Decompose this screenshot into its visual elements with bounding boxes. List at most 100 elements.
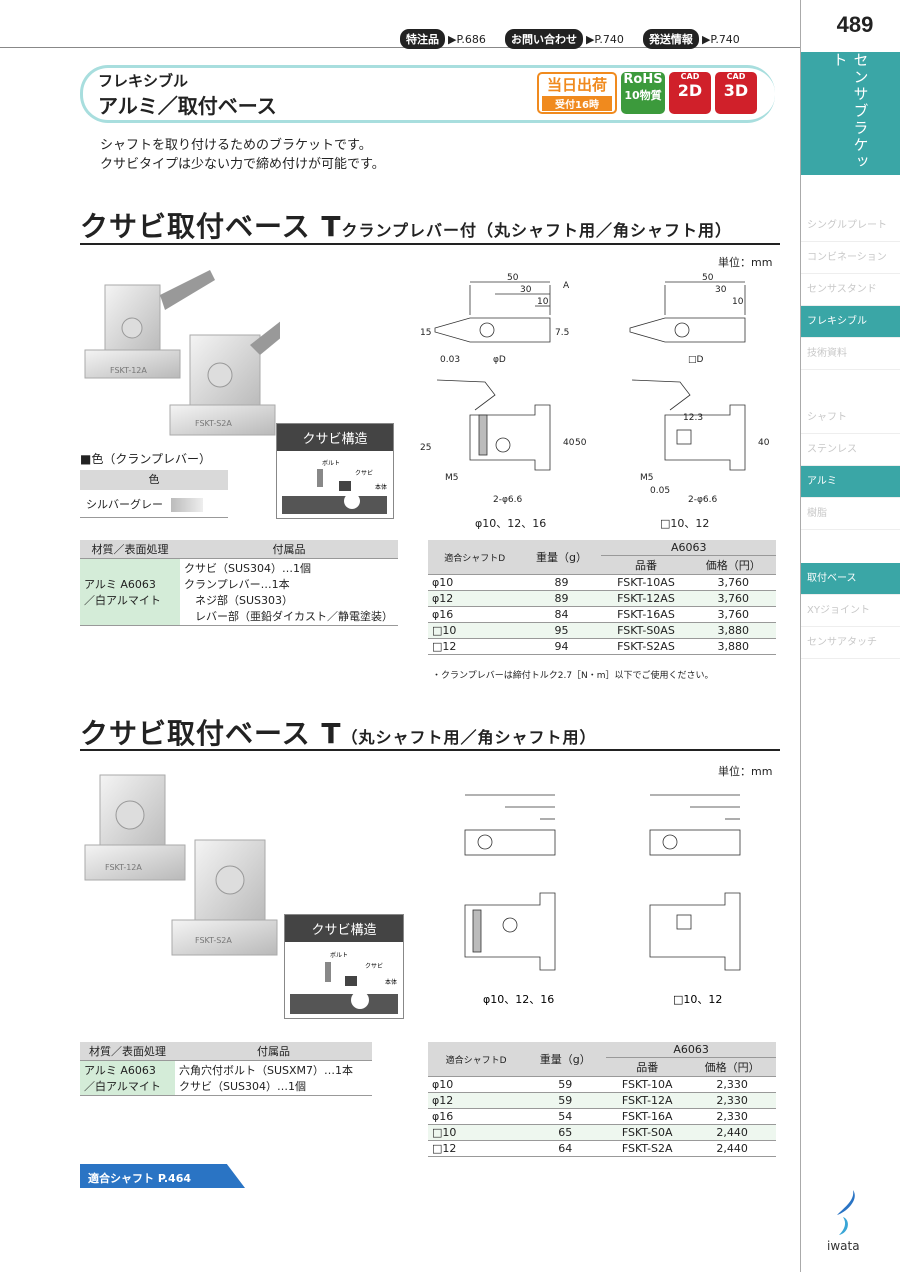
section2-kusabi-title: クサビ構造 xyxy=(285,915,403,942)
section1-kusabi-title: クサビ構造 xyxy=(277,424,393,451)
banner-title-2: アルミ／取付ベース xyxy=(98,94,277,118)
side-item-xy[interactable]: XYジョイント xyxy=(801,595,900,627)
weight-cell: 84 xyxy=(521,606,602,623)
weight-cell: 59 xyxy=(524,1076,607,1093)
price-cell: 3,880 xyxy=(690,622,776,639)
same-day-label: 当日出荷 xyxy=(546,76,607,94)
dim-50-b: 50 xyxy=(702,273,714,283)
dim-datum-a: A xyxy=(563,281,570,291)
material-header: 材質／表面処理 xyxy=(80,540,180,559)
side-item-resin[interactable]: 樹脂 xyxy=(801,498,900,530)
shaft-link[interactable]: 適合シャフト P.464 xyxy=(88,1172,192,1185)
rohs-badge: RoHS 10物質 xyxy=(621,72,665,114)
price-cell: 3,760 xyxy=(690,590,776,607)
side-item-aluminum[interactable]: アルミ xyxy=(801,466,900,498)
shaft-cell: φ16 xyxy=(428,1108,525,1125)
material-line-1: アルミ A6063 xyxy=(84,578,156,591)
description-line-2: クサビタイプは少ない力で締め付けが可能です。 xyxy=(100,157,385,172)
cad-2d-badge[interactable]: CAD 2D xyxy=(669,72,711,114)
material-header-2: 材質／表面処理 xyxy=(80,1042,175,1061)
section1-kusabi-diagram: ボルト クサビ 本体 xyxy=(282,459,387,514)
section1-product-photo: FSKT-12A FSKT-S2A xyxy=(84,270,280,436)
side-item-stainless[interactable]: ステンレス xyxy=(801,434,900,466)
shaft-cell: φ10 xyxy=(428,1076,525,1093)
dim-15-a: 15 xyxy=(420,328,431,338)
section1-unit: 単位：mm xyxy=(718,256,773,269)
dim-30-a: 30 xyxy=(520,285,532,295)
dim-7.5-a: 7.5 xyxy=(555,328,569,338)
color-heading: ■色（クランプレバー） xyxy=(80,452,211,466)
side-item-flexible[interactable]: フレキシブル xyxy=(801,306,900,338)
shaft-cell: φ12 xyxy=(428,1092,525,1109)
side-item-combination[interactable]: コンビネーション xyxy=(801,242,900,274)
section2-photo-label-2: FSKT-S2A xyxy=(195,936,232,945)
dim-50-a: 50 xyxy=(507,273,519,283)
side-item-attach[interactable]: センサアタッチ xyxy=(801,627,900,659)
same-day-sub: 受付16時 xyxy=(542,96,612,111)
shaft-link-banner[interactable] xyxy=(80,1164,245,1188)
side-item-sensor-stand[interactable]: センサスタンド xyxy=(801,274,900,306)
material2-line-2: ／白アルマイト xyxy=(84,1080,161,1093)
section1-title-wrap: クサビ取付ベース Tクランプレバー付（丸シャフト用／角シャフト用） xyxy=(80,205,732,245)
section2-kusabi-bolt: ボルト xyxy=(330,951,348,959)
side-item-tech[interactable]: 技術資料 xyxy=(801,338,900,370)
cad-3d-badge[interactable]: CAD 3D xyxy=(715,72,757,114)
tag-special[interactable]: 特注品 xyxy=(400,29,445,49)
accessory-cell-2: 六角穴付ボルト（SUSXM7）…1本 クサビ（SUS304）…1個 xyxy=(175,1060,372,1096)
side-item-base[interactable]: 取付ベース xyxy=(801,563,900,595)
side-main-category[interactable]: センサブラケット xyxy=(801,52,900,175)
cad-2d-top: CAD xyxy=(680,72,700,81)
part-number-cell: FSKT-10AS xyxy=(601,574,691,591)
dim-40-b: 40 xyxy=(758,438,770,448)
weight-cell: 95 xyxy=(521,622,602,639)
side-divider xyxy=(800,0,801,1272)
weight-cell: 89 xyxy=(521,590,602,607)
cad-2d-label: 2D xyxy=(677,81,703,100)
accessory-header: 付属品 xyxy=(180,540,398,559)
cad-3d-top: CAD xyxy=(726,72,746,81)
material-cell: アルミ A6063 ／白アルマイト xyxy=(80,558,180,626)
material2-line-1: アルミ A6063 xyxy=(84,1064,156,1077)
header-tags: 特注品▶P.686 お問い合わせ▶P.740 発送情報▶P.740 xyxy=(400,28,754,49)
weight-cell: 94 xyxy=(521,638,602,655)
section2-kusabi-body: 本体 xyxy=(385,978,397,986)
ref-inquiry[interactable]: ▶P.740 xyxy=(585,33,624,46)
ref-special[interactable]: ▶P.686 xyxy=(448,33,486,46)
drawing-label-round-1: φ10、12、16 xyxy=(475,517,546,530)
price-cell: 2,440 xyxy=(688,1124,776,1141)
th-material-group: A6063 xyxy=(601,540,776,556)
section1-note: ・クランプレバーは締付トルク2.7［N・m］以下でご使用ください。 xyxy=(432,671,714,681)
tag-inquiry[interactable]: お問い合わせ xyxy=(504,29,583,49)
side-item-shaft[interactable]: シャフト xyxy=(801,402,900,434)
section2-title-wrap: クサビ取付ベース T（丸シャフト用／角シャフト用） xyxy=(80,712,596,752)
side-item-single-plate[interactable]: シングルプレート xyxy=(801,210,900,242)
part-number-cell: FSKT-16AS xyxy=(601,606,691,623)
th2-shaft-d: 適合シャフトD xyxy=(428,1042,525,1077)
description-line-1: シャフトを取り付けるためのブラケットです。 xyxy=(100,138,372,153)
th-weight: 重量（g） xyxy=(521,540,602,575)
price-cell: 2,440 xyxy=(688,1140,776,1157)
section2-kusabi-wedge: クサビ xyxy=(365,962,383,970)
tag-shipping[interactable]: 発送情報 xyxy=(642,29,699,49)
dim-sqd: □D xyxy=(688,355,704,365)
section1-material-table: 材質／表面処理 付属品 アルミ A6063 ／白アルマイト クサビ（SUS304… xyxy=(80,540,398,626)
section2-subtitle: （丸シャフト用／角シャフト用） xyxy=(341,728,597,747)
accessory-line-4: レバー部（亜鉛ダイカスト／静電塗装） xyxy=(184,610,393,623)
part-number-cell: FSKT-S2AS xyxy=(601,638,691,655)
part-number-cell: FSKT-10A xyxy=(606,1076,689,1093)
section1-kusabi-bolt: ボルト xyxy=(322,459,340,467)
color-row: シルバーグレー xyxy=(80,494,228,518)
weight-cell: 59 xyxy=(524,1092,607,1109)
dim-holes-a: 2-φ6.6 xyxy=(493,495,522,505)
part-number-cell: FSKT-S0AS xyxy=(601,622,691,639)
section1-photo-label-1: FSKT-12A xyxy=(110,366,147,375)
dim-50-c: 50 xyxy=(575,438,587,448)
ref-shipping[interactable]: ▶P.740 xyxy=(701,33,740,46)
dim-m5-b: M5 xyxy=(640,473,654,483)
part-number-cell: FSKT-12AS xyxy=(601,590,691,607)
part-number-cell: FSKT-S0A xyxy=(606,1124,689,1141)
drawing-label-round-2: φ10、12、16 xyxy=(483,993,554,1006)
